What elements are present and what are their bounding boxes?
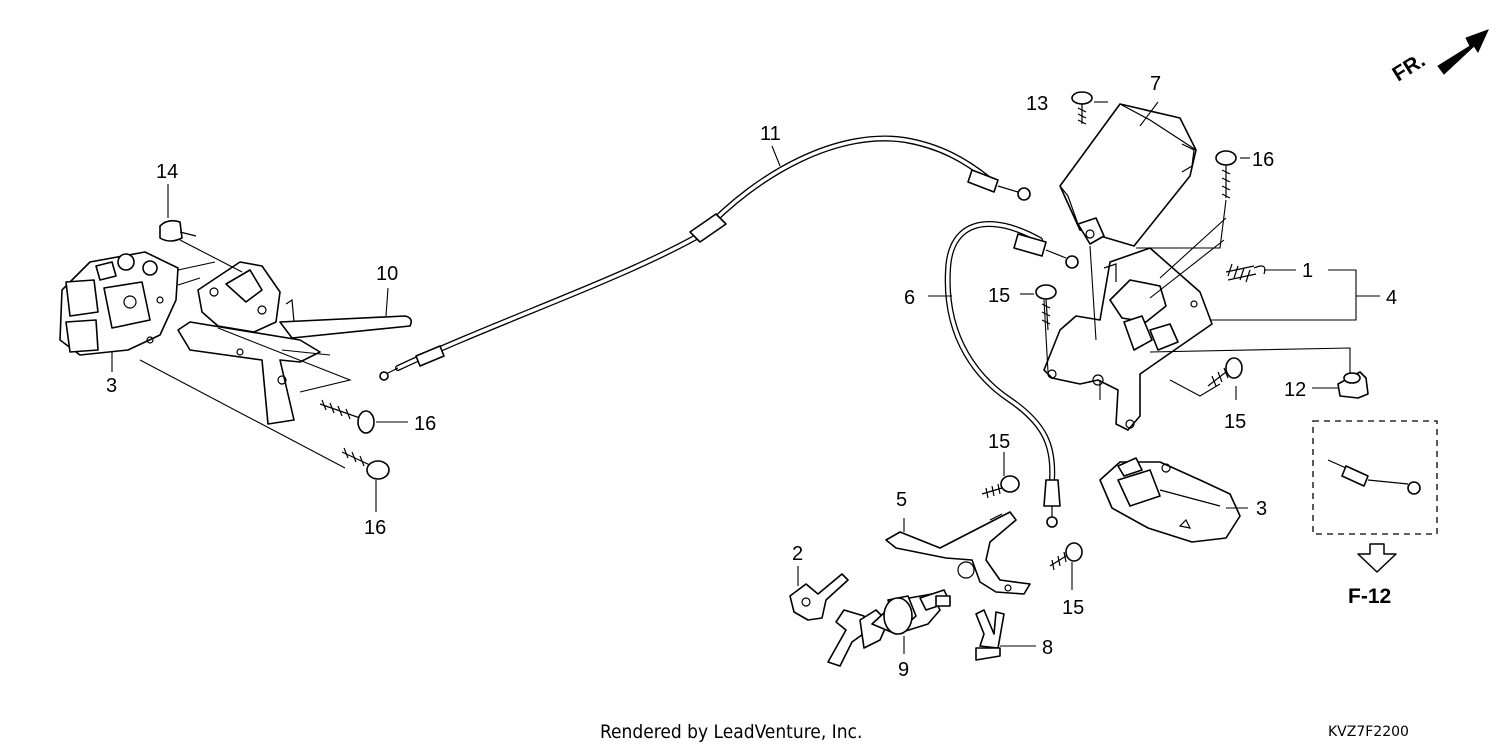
reference-box-f12: F-12 — [1312, 420, 1438, 608]
callout-leader-lines — [111, 101, 1380, 654]
callout-15-lower: 15 — [1062, 597, 1084, 619]
callout-16-lower: 16 — [364, 517, 386, 539]
callout-8: 8 — [1042, 637, 1053, 659]
part-bracket-5 — [885, 511, 1031, 595]
diagram-code: KVZ7F2200 — [1328, 724, 1409, 740]
part-latch-base-4 — [1043, 247, 1213, 431]
part-latch-bracket — [177, 261, 321, 425]
callout-12: 12 — [1284, 379, 1306, 401]
callout-15-bracket: 15 — [988, 431, 1010, 453]
callout-7: 7 — [1150, 73, 1161, 95]
callout-6: 6 — [904, 287, 915, 309]
part-clip-12 — [1337, 371, 1369, 399]
part-screw-15-upper — [1035, 284, 1057, 331]
callout-9: 9 — [898, 659, 909, 681]
callout-5: 5 — [896, 489, 907, 511]
part-screw-16-right — [1215, 150, 1237, 199]
part-screw-16-upper — [319, 399, 375, 434]
part-latch-left — [59, 251, 179, 356]
part-spring-1 — [1225, 263, 1266, 283]
reference-down-arrow-icon — [1357, 543, 1397, 573]
front-direction-marker: FR. — [1388, 29, 1489, 86]
callout-11: 11 — [760, 123, 781, 145]
front-direction-label: FR. — [1388, 49, 1429, 86]
guide-lines-left — [139, 239, 352, 469]
part-cable-6 — [944, 221, 1079, 528]
part-actuator-right — [1099, 457, 1241, 543]
callout-3-right: 3 — [1256, 498, 1267, 520]
front-arrow-icon — [1437, 29, 1489, 75]
callout-10: 10 — [376, 263, 398, 285]
part-screw-16-lower — [341, 447, 390, 480]
part-screw-15-lower — [1049, 542, 1083, 571]
part-control-unit-7 — [1059, 103, 1197, 247]
callout-13: 13 — [1026, 93, 1048, 115]
part-keys-9 — [827, 589, 951, 667]
part-screw-15-right — [1207, 357, 1243, 387]
callout-15-upper: 15 — [988, 285, 1010, 307]
part-screw-15-bracket — [981, 475, 1020, 499]
callout-16-right: 16 — [1252, 149, 1274, 171]
part-screw-13 — [1071, 91, 1093, 125]
callout-15-right: 15 — [1224, 411, 1246, 433]
part-cable-11 — [379, 135, 1031, 381]
footer-credit: Rendered by LeadVenture, Inc. — [600, 721, 862, 743]
callout-3-left: 3 — [106, 375, 117, 397]
part-clip-8 — [975, 609, 1005, 661]
callout-4: 4 — [1386, 287, 1397, 309]
part-screw-14 — [159, 219, 197, 242]
callout-14: 14 — [156, 161, 178, 183]
part-rod-10 — [279, 315, 412, 339]
callout-numbers: 1 4 7 13 16 6 15 12 15 3 15 5 15 8 9 2 1… — [106, 73, 1397, 681]
callout-2: 2 — [792, 543, 803, 565]
part-key-2 — [789, 573, 849, 621]
reference-box-label: F-12 — [1348, 585, 1391, 608]
callout-1: 1 — [1302, 260, 1313, 282]
guide-lines-right — [1043, 199, 1351, 400]
callout-16-upper: 16 — [414, 413, 436, 435]
